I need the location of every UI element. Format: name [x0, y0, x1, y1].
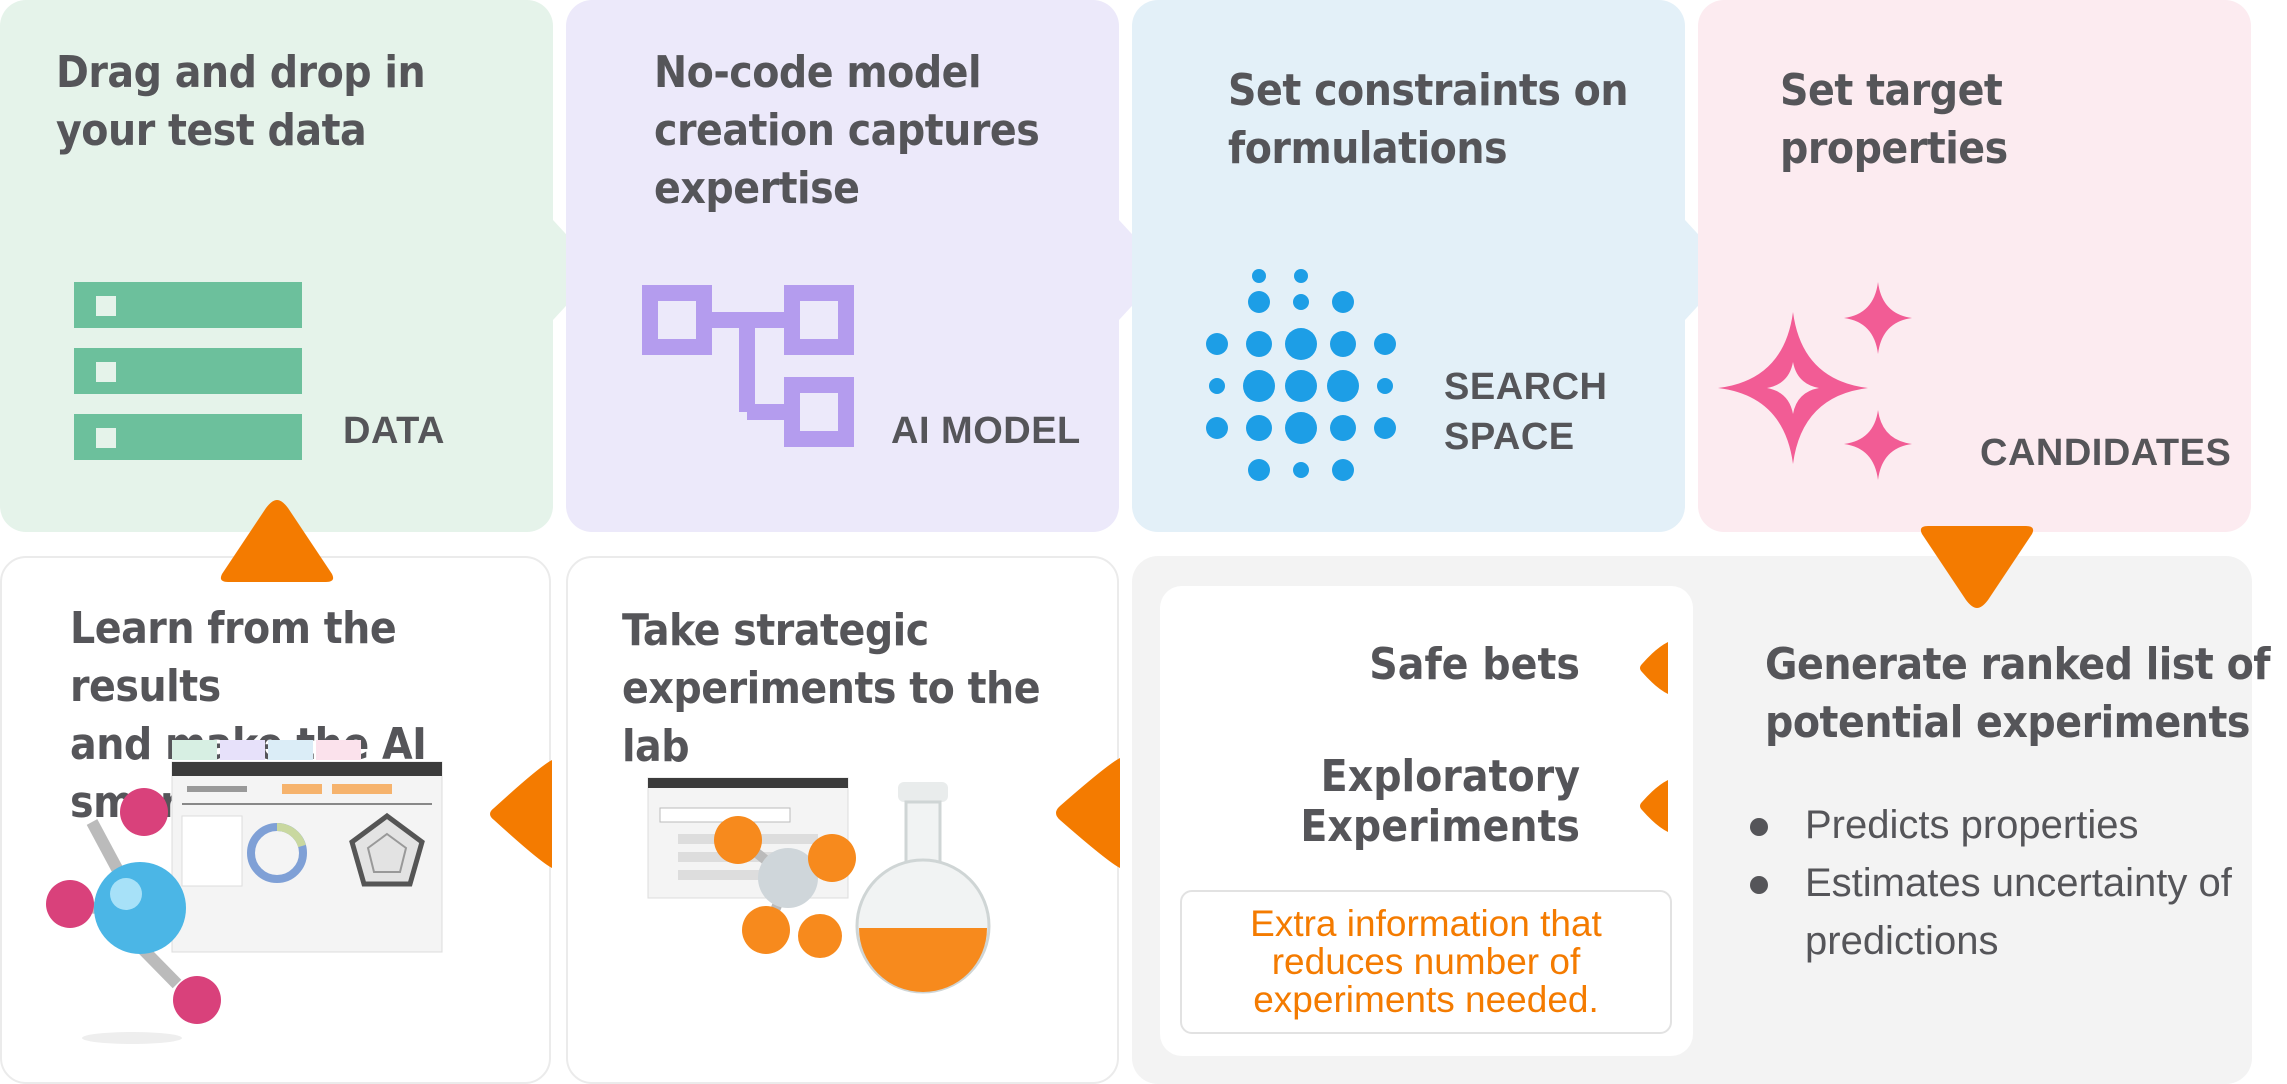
arrow-up-icon [220, 500, 334, 582]
step-candidates-panel: Set target properties CANDIDATES [1698, 0, 2251, 532]
bullet-text: Estimates uncertainty of predictions [1805, 861, 2232, 963]
arrow-left-icon [490, 760, 552, 868]
step-space-panel: Set constraints on formulations SEARCH S… [1132, 0, 1685, 532]
search-space-dot [1332, 459, 1354, 481]
search-space-dot [1246, 415, 1272, 441]
search-space-dot [1293, 294, 1309, 310]
step-model-panel: No-code model creation captures expertis… [566, 0, 1119, 532]
search-space-dot [1252, 463, 1266, 477]
search-space-dot [1332, 291, 1354, 313]
exploratory-label: Exploratory Experiments [1250, 752, 1580, 852]
title-line: properties [1780, 123, 2008, 174]
search-space-dot [1206, 417, 1228, 439]
step-take-panel: Take strategic experiments to the lab [566, 556, 1119, 1084]
title-line: potential experiments [1765, 697, 2250, 748]
search-space-dot [1209, 378, 1225, 394]
title-line: experiments to the lab [622, 663, 1041, 772]
bullet-dot [1750, 818, 1768, 836]
dashboard-molecule-illustration [46, 740, 443, 1044]
step-space-title: Set constraints on formulations [1228, 62, 1629, 178]
model-label: AI MODEL [891, 410, 1081, 452]
title-line: creation captures [654, 105, 1040, 156]
step-data-panel: Drag and drop in your test data DATA [0, 0, 553, 532]
step-model-title: No-code model creation captures expertis… [654, 44, 1040, 218]
arrow-left-icon [1056, 758, 1120, 868]
sparkle-icon [1718, 282, 1912, 480]
label-line: SPACE [1444, 416, 1575, 458]
search-space-dot [1248, 291, 1270, 313]
search-space-dot [1374, 333, 1396, 355]
model-flow-icon [642, 285, 854, 447]
bullet-item: Estimates uncertainty of predictions [1750, 854, 2275, 970]
step-data-title: Drag and drop in your test data [56, 44, 426, 160]
arrow-left-icon [1640, 642, 1668, 694]
search-space-label: SEARCH SPACE [1444, 362, 1607, 462]
title-line: formulations [1228, 123, 1508, 174]
title-line: Take strategic [622, 605, 929, 656]
candidates-label: CANDIDATES [1980, 432, 2232, 474]
search-space-dot [1374, 417, 1396, 439]
title-line: No-code model [654, 47, 982, 98]
step-take-title: Take strategic experiments to the lab [622, 602, 1117, 776]
label-line: Exploratory [1320, 751, 1580, 802]
arrow-down-icon [1920, 526, 2034, 608]
title-line: expertise [654, 163, 860, 214]
search-space-dots-icon [1206, 269, 1396, 481]
search-space-dot [1294, 463, 1308, 477]
step-generate-title: Generate ranked list of potential experi… [1765, 636, 2270, 752]
search-space-dot [1294, 269, 1308, 283]
title-line: Drag and drop in [56, 47, 426, 98]
bullet-item: Predicts properties [1750, 796, 2275, 854]
bullet-dot [1750, 876, 1768, 894]
arrow-left-icon [1640, 780, 1668, 832]
search-space-dot [1285, 370, 1317, 402]
search-space-dot [1330, 415, 1356, 441]
title-line: Set constraints on [1228, 65, 1629, 116]
search-space-dot [1246, 331, 1272, 357]
label-line: Experiments [1300, 801, 1580, 852]
generate-bullet-list: Predicts properties Estimates uncertaint… [1750, 796, 2275, 970]
search-space-dot [1206, 333, 1228, 355]
data-table-icon [74, 282, 302, 460]
search-space-dot [1285, 412, 1317, 444]
title-line: your test data [56, 105, 367, 156]
search-space-dot [1252, 269, 1266, 283]
lab-flask-illustration [647, 777, 991, 994]
search-space-dot [1377, 378, 1393, 394]
search-space-dot [1327, 370, 1359, 402]
title-line: Generate ranked list of [1765, 639, 2270, 690]
label-line: SEARCH [1444, 366, 1608, 408]
step-learn-panel: Learn from the results and make the AI s… [0, 556, 551, 1084]
search-space-dot [1330, 331, 1356, 357]
data-label: DATA [343, 410, 445, 452]
step-candidates-title: Set target properties [1780, 62, 2008, 178]
search-space-dot [1285, 328, 1317, 360]
title-line: Learn from the results [70, 603, 397, 712]
search-space-dot [1243, 370, 1275, 402]
extra-information-note: Extra information that reduces number of… [1180, 890, 1672, 1034]
title-line: Set target [1780, 65, 2003, 116]
safe-bets-label: Safe bets [1369, 639, 1580, 690]
bullet-text: Predicts properties [1805, 803, 2139, 847]
